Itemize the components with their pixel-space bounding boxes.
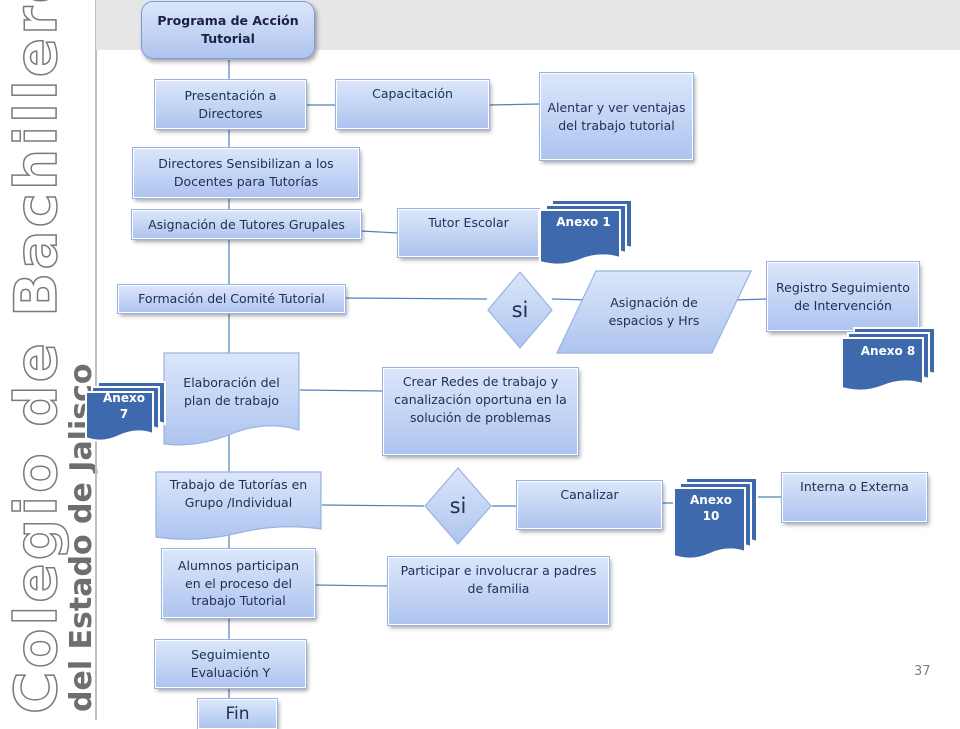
anexo-1-doc: Anexo 1 (539, 199, 633, 266)
anexo-10-label: Anexo 10 (678, 492, 744, 524)
canalizar-box: Canalizar (516, 480, 663, 530)
elaboracion-label: Elaboración del plan de trabajo (183, 375, 280, 408)
decision-2-diamond: si (424, 467, 492, 545)
tutor-escolar-box: Tutor Escolar (397, 208, 540, 258)
decision-1-diamond: si (487, 271, 553, 349)
seguimiento-box: Seguimiento Evaluación Y (154, 639, 307, 689)
registro-box: Registro Seguimiento de Intervención (766, 261, 920, 332)
anexo-1-label: Anexo 1 (556, 215, 611, 229)
trabajo-tutorias-label: Trabajo de Tutorías en Grupo /Individual (169, 477, 308, 510)
asignacion-tutores-box: Asignación de Tutores Grupales (131, 209, 362, 240)
crear-redes-box: Crear Redes de trabajo y canalización op… (382, 367, 579, 456)
decision-1-label: si (511, 298, 529, 322)
anexo-7-line1: Anexo (103, 391, 145, 405)
anexo-10-line2: 10 (702, 509, 720, 524)
anexo-8-label: Anexo 8 (860, 344, 916, 358)
participar-box: Participar e involucrar a padres de fami… (387, 556, 610, 626)
interna-box: Interna o Externa (781, 472, 928, 523)
anexo-7-doc: Anexo 7 (85, 381, 166, 442)
decision-2-label: si (449, 494, 467, 518)
anexo-8-doc: Anexo 8 (841, 327, 936, 392)
presentacion-box: Presentación a Directores (154, 79, 307, 130)
alentar-box: Alentar y ver ventajas del trabajo tutor… (539, 72, 694, 161)
title-box: Programa de Acción Tutorial (141, 1, 315, 59)
sidebar: Colegio de Bachilleres del Estado de Jal… (0, 0, 99, 720)
sidebar-divider (95, 0, 97, 720)
anexo-10-line1: Anexo (690, 493, 732, 507)
formacion-box: Formación del Comité Tutorial (117, 284, 346, 314)
page-number: 37 (914, 664, 931, 679)
anexo-10-doc: Anexo 10 (673, 477, 758, 560)
anexo-7-line2: 7 (119, 407, 129, 422)
asignacion-espacios-label: Asignación de espacios y Hrs (608, 295, 700, 328)
elaboracion-doc: Elaboración del plan de trabajo (163, 352, 300, 450)
directores-box: Directores Sensibilizan a los Docentes p… (132, 147, 360, 199)
anexo-7-label: Anexo 7 (88, 390, 160, 422)
asignacion-espacios-shape: Asignación de espacios y Hrs (556, 270, 752, 354)
alumnos-box: Alumnos participan en el proceso del tra… (161, 548, 316, 619)
capacitacion-box: Capacitación (335, 79, 490, 130)
trabajo-tutorias-doc: Trabajo de Tutorías en Grupo /Individual (155, 471, 322, 543)
fin-box: Fin (197, 698, 278, 729)
